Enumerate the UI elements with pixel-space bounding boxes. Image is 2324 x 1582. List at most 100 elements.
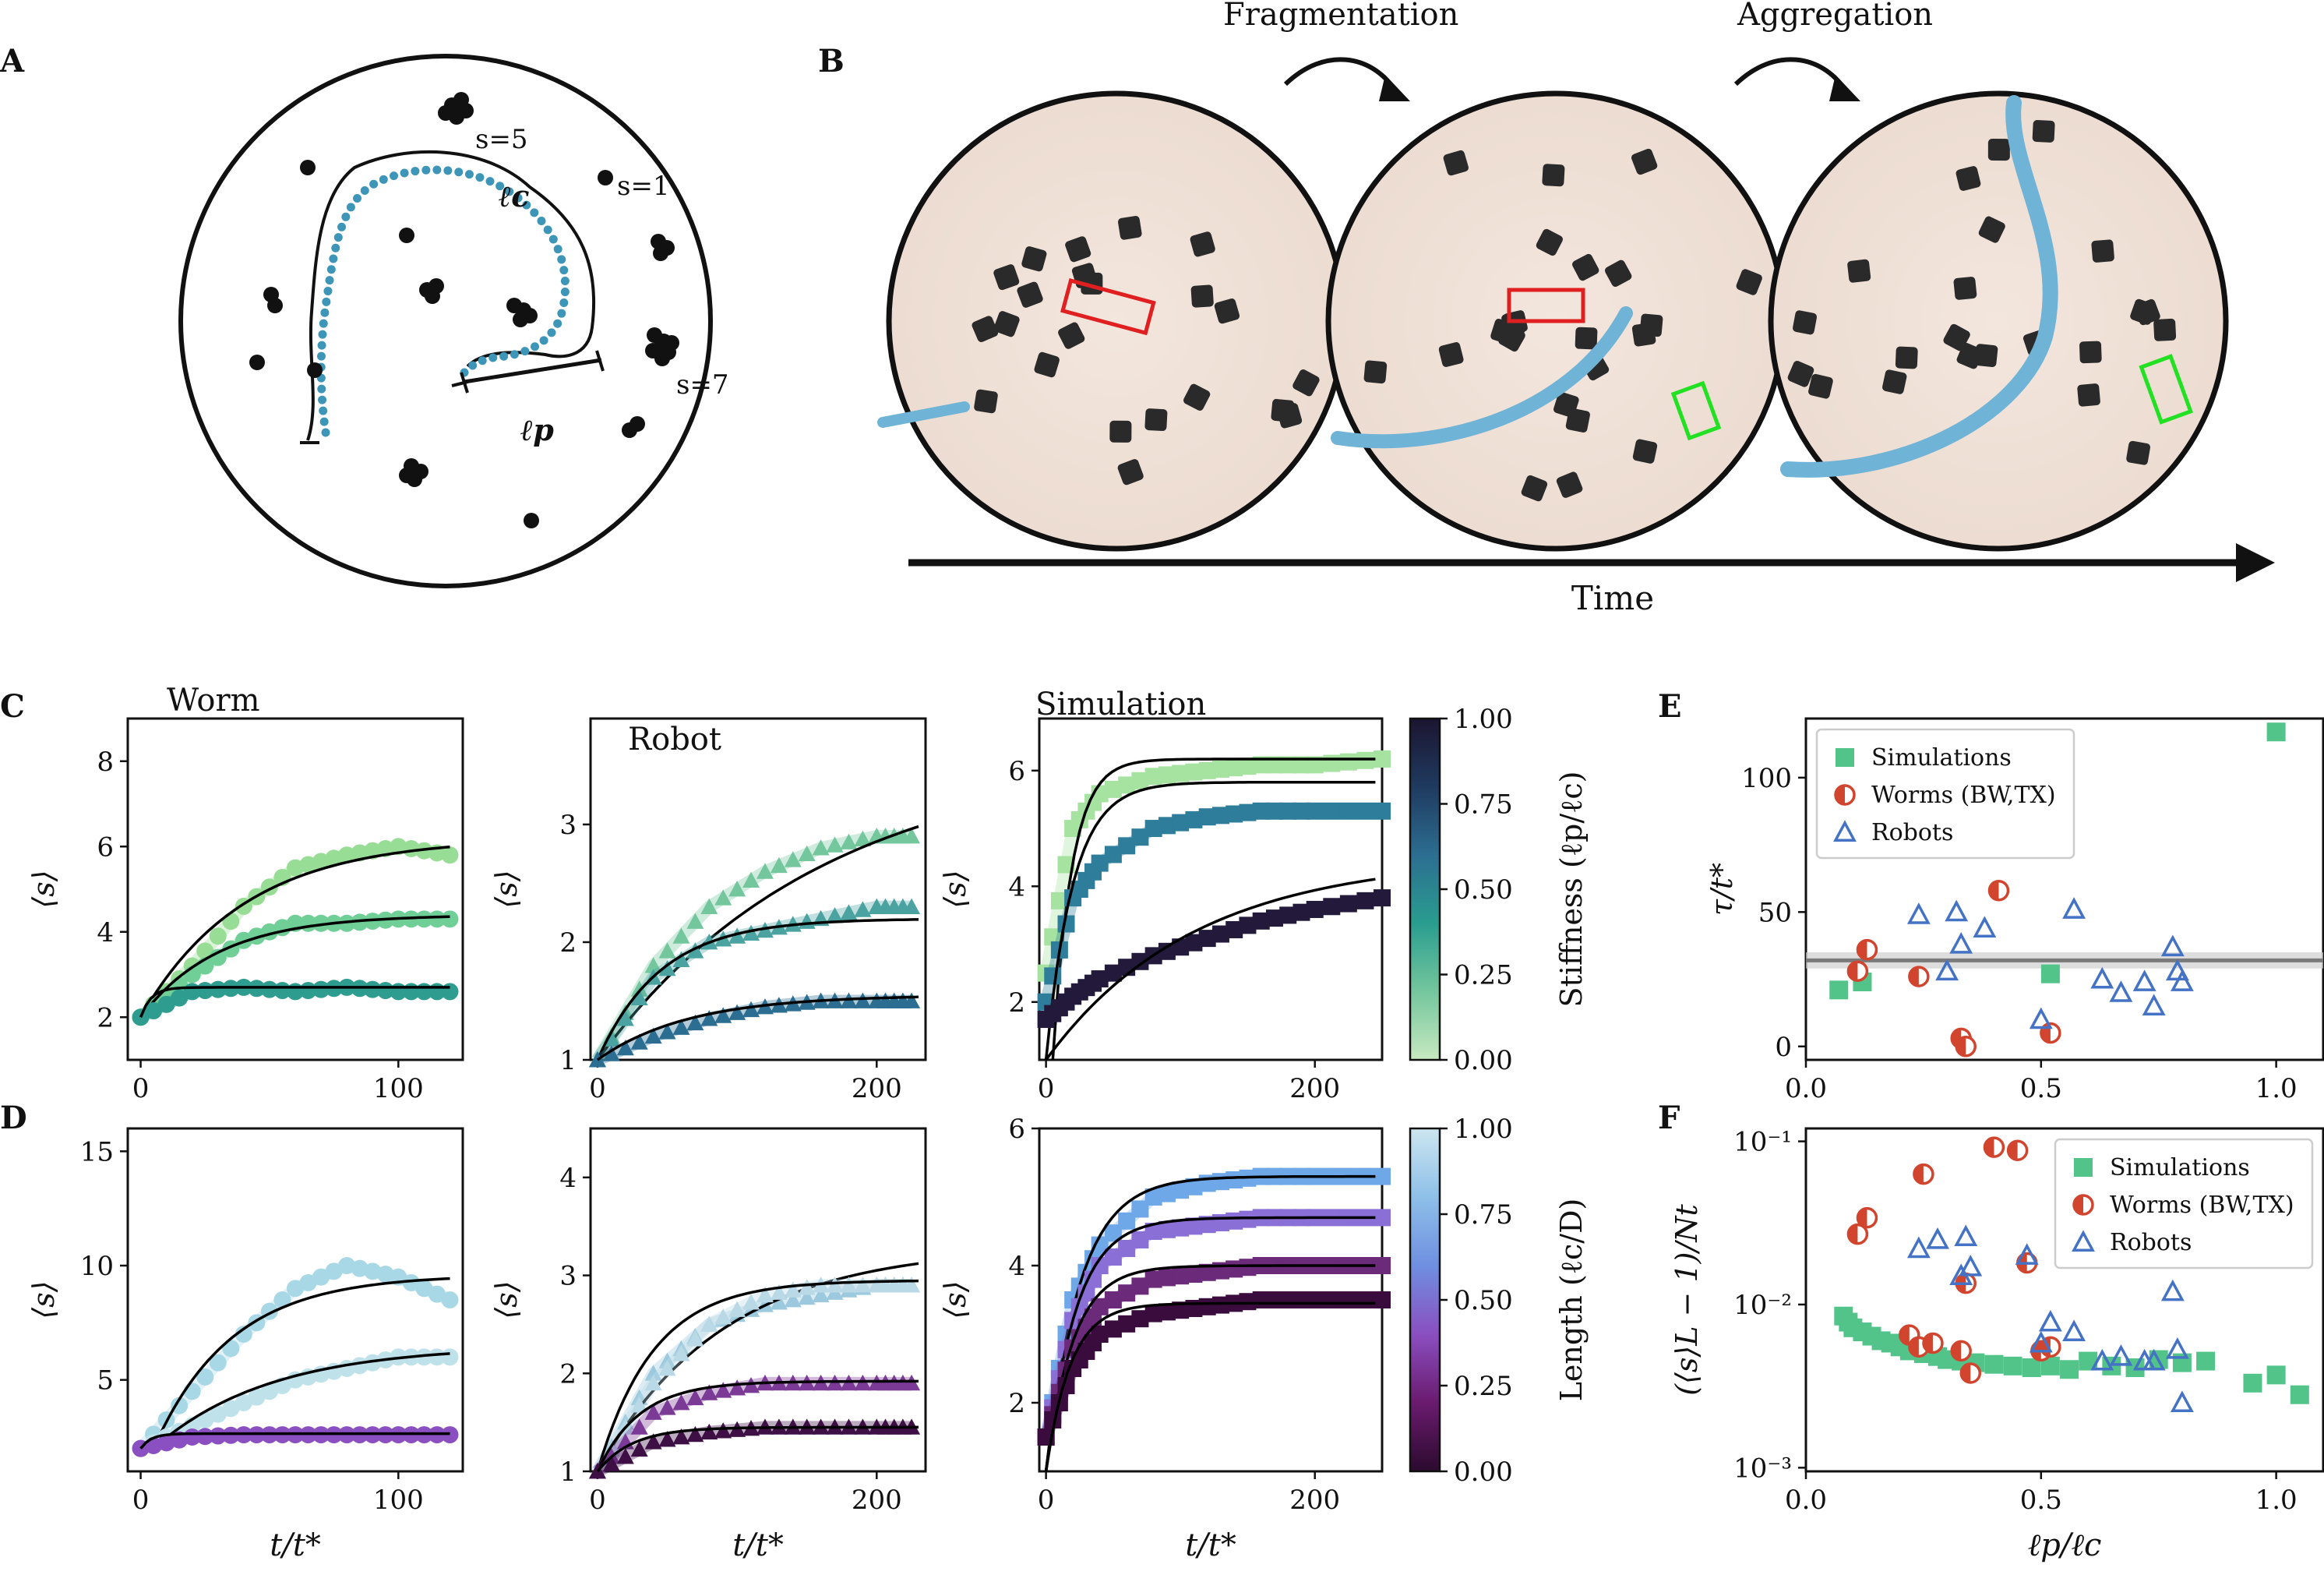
block	[1632, 439, 1658, 464]
data-point	[1118, 1284, 1136, 1302]
chain-bead	[432, 165, 442, 175]
data-point	[1104, 846, 1122, 863]
particle	[399, 468, 414, 483]
fit-curve	[1044, 1174, 1376, 1472]
data-point	[157, 1434, 175, 1452]
block	[1109, 420, 1132, 443]
data-point	[1158, 1185, 1176, 1202]
y-tick-label: 100	[1741, 763, 1792, 794]
block	[1955, 166, 1981, 191]
y-tick-label: 2	[97, 1002, 114, 1033]
chain-bead	[320, 308, 330, 317]
data-point	[1104, 1224, 1122, 1242]
data-point	[1306, 900, 1324, 918]
data-point	[2006, 1139, 2029, 1161]
y-tick-label: 8	[97, 747, 114, 778]
y-tick-label: 2	[559, 1358, 577, 1390]
data-point	[2196, 1351, 2216, 1371]
data-point	[1158, 1269, 1176, 1287]
chain-bead	[488, 353, 498, 362]
data-point	[1323, 754, 1341, 772]
block	[993, 311, 1020, 337]
data-point	[1131, 828, 1149, 846]
data-point	[798, 1279, 816, 1295]
x-tick-label: 200	[852, 1073, 902, 1104]
colorbar-tick-label: 0.75	[1454, 1199, 1513, 1231]
data-point	[1252, 756, 1270, 774]
data-point	[1172, 1301, 1190, 1319]
robot-chain	[1331, 306, 1633, 449]
time-axis-label: Time	[1571, 579, 1654, 617]
data-point	[145, 1002, 163, 1020]
panel-letter-c: C	[0, 688, 25, 725]
data-point	[338, 846, 356, 864]
panel-letter-b: B	[818, 43, 845, 79]
frame-outline	[886, 90, 1347, 552]
data-point	[1906, 902, 1931, 924]
data-point	[1185, 810, 1203, 828]
data-point	[1104, 1320, 1122, 1338]
data-point	[616, 1010, 634, 1026]
data-point	[1323, 898, 1341, 916]
frame-3	[1768, 90, 2229, 552]
chain-bead	[352, 193, 361, 203]
data-point	[1279, 802, 1297, 820]
block	[993, 264, 1020, 291]
y-tick-label: 6	[97, 832, 114, 863]
panel-letter-d: D	[0, 1100, 27, 1136]
frame-2	[1325, 90, 1786, 552]
data-point	[1091, 1326, 1109, 1343]
data-point	[616, 1448, 634, 1464]
data-point	[756, 863, 774, 879]
data-point	[428, 1348, 446, 1366]
particle	[629, 416, 645, 432]
data-point	[1374, 1209, 1391, 1227]
step-fragmentation-label: Fragmentation	[1223, 0, 1458, 33]
data-point	[686, 942, 704, 959]
particle	[522, 308, 538, 323]
data-point	[1252, 912, 1270, 930]
data-point	[260, 980, 278, 998]
colorbar-tick-label: 0.25	[1454, 1371, 1513, 1402]
data-point	[1239, 1259, 1257, 1277]
data-point	[441, 1291, 459, 1308]
block	[1058, 322, 1085, 349]
y-tick-label: 1	[559, 1457, 577, 1488]
chain-bead	[322, 297, 331, 306]
panel-letter-f: F	[1658, 1100, 1680, 1136]
data-point	[428, 1285, 446, 1303]
data-point	[325, 1262, 343, 1280]
data-point	[770, 856, 788, 874]
data-point	[714, 1308, 732, 1325]
chain-bead	[559, 298, 569, 307]
data-point	[602, 1455, 620, 1471]
frame-1	[877, 90, 1347, 552]
chain-bead	[319, 319, 328, 328]
x-tick-label: 0.5	[2020, 1485, 2062, 1516]
data-point	[644, 957, 662, 973]
particle	[249, 355, 265, 370]
time-axis-arrowhead-icon	[2236, 543, 2275, 582]
data-point	[1374, 889, 1391, 907]
colorbar-tick-label: 1.00	[1454, 704, 1513, 735]
robot-chain	[877, 401, 970, 428]
data-point	[1339, 1291, 1357, 1308]
block	[2091, 239, 2114, 263]
data-point	[260, 1382, 278, 1400]
contour-outline	[306, 150, 596, 441]
chain-bead	[400, 168, 409, 178]
data-point	[1239, 803, 1257, 821]
data-point	[728, 927, 746, 944]
data-point	[2109, 1344, 2133, 1366]
data-point	[222, 1400, 240, 1418]
particle	[598, 170, 613, 185]
block	[2134, 298, 2160, 326]
data-point	[644, 1365, 662, 1381]
data-point	[770, 1294, 788, 1310]
data-point	[1172, 814, 1190, 832]
legend-entry: Robots	[2110, 1229, 2192, 1256]
data-point	[1834, 784, 1856, 806]
data-point	[171, 989, 189, 1007]
chain-bead	[341, 212, 351, 221]
x-tick-label: 0	[589, 1073, 606, 1104]
